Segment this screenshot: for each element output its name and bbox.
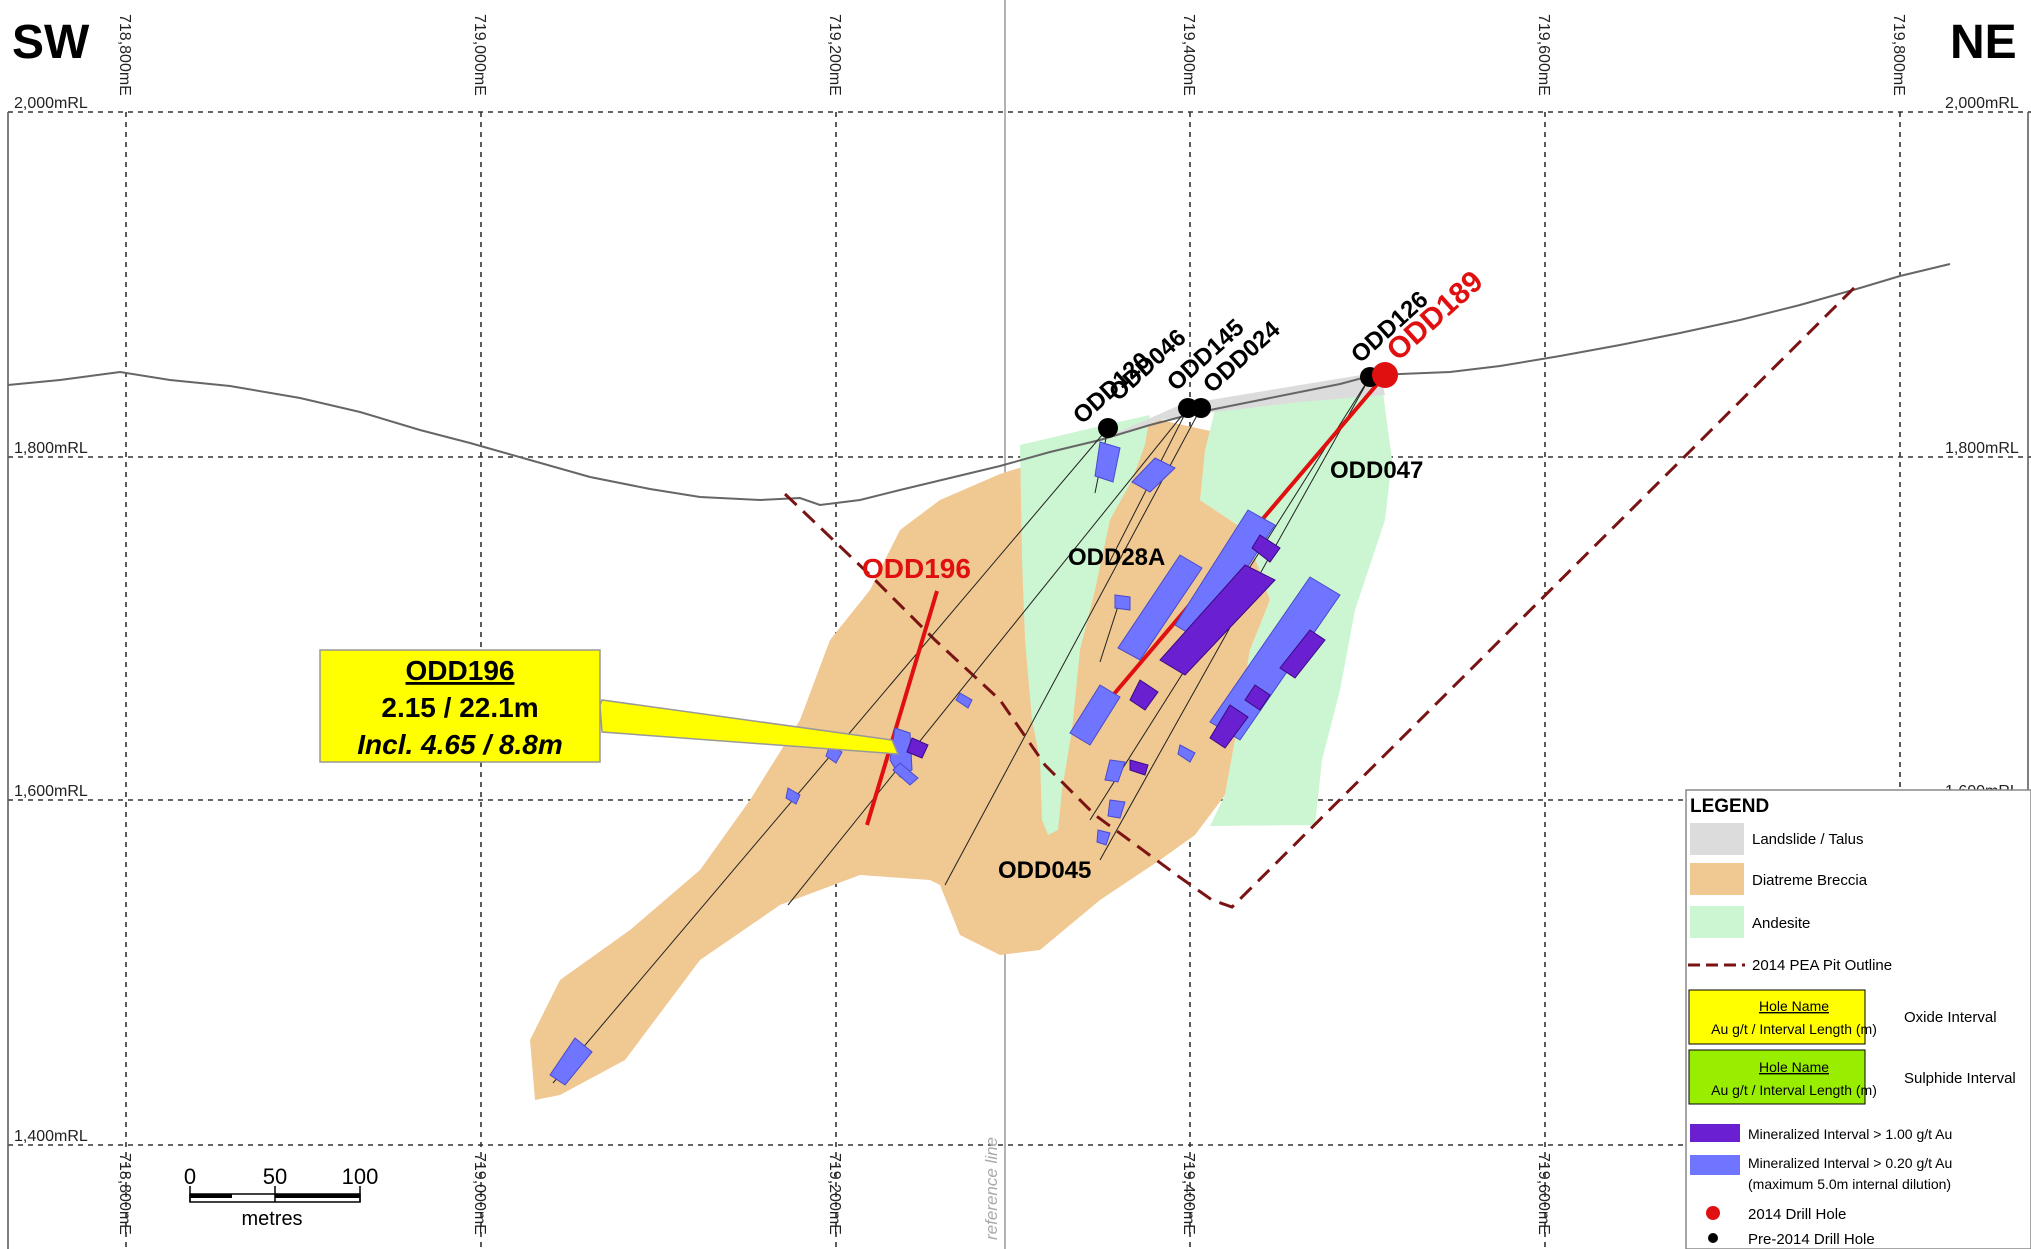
hole-label-odd196: ODD196 — [862, 553, 971, 584]
legend-sulphide-box-sub: Au g/t / Interval Length (m) — [1711, 1082, 1877, 1098]
scale-unit: metres — [241, 1208, 302, 1230]
hole-label-odd045: ODD045 — [998, 857, 1091, 884]
easting-label: 719,600mE — [1535, 1153, 1552, 1235]
odd196-trace — [865, 590, 939, 826]
topographic-surface — [7, 263, 1951, 507]
legend-swatch-breccia — [1690, 863, 1744, 895]
sw-direction-label: SW — [12, 16, 90, 69]
rl-labels-right: 2,000mRL 1,800mRL 1,600mRL — [1945, 95, 2019, 800]
legend-label-pre2014-hole: Pre-2014 Drill Hole — [1748, 1231, 1875, 1248]
easting-label: 718,800mE — [116, 1153, 133, 1235]
legend-label-min-low: Mineralized Interval > 0.20 g/t Au — [1748, 1155, 1952, 1171]
easting-label: 719,200mE — [826, 1153, 843, 1235]
legend-label-andesite: Andesite — [1752, 915, 1810, 932]
scale-tick-0: 0 — [184, 1164, 196, 1189]
legend-swatch-landslide — [1690, 823, 1744, 855]
legend-oxide-box-sub: Au g/t / Interval Length (m) — [1711, 1021, 1877, 1037]
easting-label: 719,000mE — [471, 1153, 488, 1235]
legend-swatch-2014-hole — [1706, 1206, 1720, 1220]
rl-label: 1,600mRL — [14, 783, 88, 800]
rl-label: 2,000mRL — [14, 95, 88, 112]
rl-label: 1,400mRL — [14, 1128, 88, 1145]
hole-label-odd28a: ODD28A — [1068, 544, 1165, 571]
legend-swatch-pre2014-hole — [1708, 1233, 1718, 1243]
legend-label-min-high: Mineralized Interval > 1.00 g/t Au — [1748, 1126, 1952, 1142]
legend-label-sulphide: Sulphide Interval — [1904, 1070, 2016, 1087]
mineralized-intervals-low — [549, 441, 1341, 1086]
easting-label: 719,600mE — [1535, 14, 1552, 96]
ne-direction-label: NE — [1950, 16, 2017, 69]
rl-label: 1,800mRL — [1945, 440, 2019, 457]
legend-label-breccia: Diatreme Breccia — [1752, 872, 1868, 889]
easting-label: 719,000mE — [471, 14, 488, 96]
scale-tick-50: 50 — [263, 1164, 287, 1189]
legend-label-2014-hole: 2014 Drill Hole — [1748, 1206, 1846, 1223]
legend-label-min-low-note: (maximum 5.0m internal dilution) — [1748, 1176, 1951, 1192]
drill-collar-odd024 — [1191, 398, 1211, 418]
callout-hole-name: ODD196 — [406, 655, 515, 686]
easting-label: 719,400mE — [1180, 14, 1197, 96]
hole-label-odd047: ODD047 — [1330, 457, 1423, 484]
easting-label: 719,200mE — [826, 14, 843, 96]
legend: LEGEND Landslide / Talus Diatreme Brecci… — [1685, 789, 2031, 1249]
rl-label: 1,800mRL — [14, 440, 88, 457]
reference-line-label: reference line — [982, 1137, 1001, 1240]
easting-labels-top: 718,800mE 719,000mE 719,200mE 719,400mE … — [116, 14, 1907, 96]
easting-label: 719,800mE — [1890, 14, 1907, 96]
legend-title: LEGEND — [1690, 796, 1769, 817]
drill-collar-odd189 — [1372, 362, 1398, 388]
rl-label: 2,000mRL — [1945, 95, 2019, 112]
easting-labels-bottom: 718,800mE 719,000mE 719,200mE 719,400mE … — [116, 1153, 1552, 1235]
legend-label-landslide: Landslide / Talus — [1752, 831, 1863, 848]
scale-bar: 0 50 100 metres — [184, 1164, 378, 1230]
drill-collar-odd120 — [1098, 418, 1118, 438]
legend-sulphide-box-title: Hole Name — [1759, 1059, 1829, 1075]
legend-swatch-andesite — [1690, 906, 1744, 938]
mineralized-intervals-high — [906, 534, 1326, 776]
easting-label: 718,800mE — [116, 14, 133, 96]
legend-oxide-box — [1688, 989, 1866, 1045]
scale-tick-100: 100 — [342, 1164, 379, 1189]
legend-sulphide-box — [1688, 1049, 1866, 1105]
rl-labels-left: 2,000mRL 1,800mRL 1,600mRL 1,400mRL — [14, 95, 88, 1145]
easting-label: 719,400mE — [1180, 1153, 1197, 1235]
callout-including: Incl. 4.65 / 8.8m — [357, 729, 562, 760]
legend-label-oxide: Oxide Interval — [1904, 1009, 1997, 1026]
legend-oxide-box-title: Hole Name — [1759, 998, 1829, 1014]
pea-pit-outline — [783, 280, 1862, 909]
callout-interval: 2.15 / 22.1m — [381, 692, 538, 723]
odd196-callout: ODD196 2.15 / 22.1m Incl. 4.65 / 8.8m — [319, 649, 900, 763]
legend-label-pit: 2014 PEA Pit Outline — [1752, 957, 1892, 974]
legend-swatch-min-low — [1690, 1155, 1740, 1175]
legend-swatch-min-high — [1690, 1124, 1740, 1142]
